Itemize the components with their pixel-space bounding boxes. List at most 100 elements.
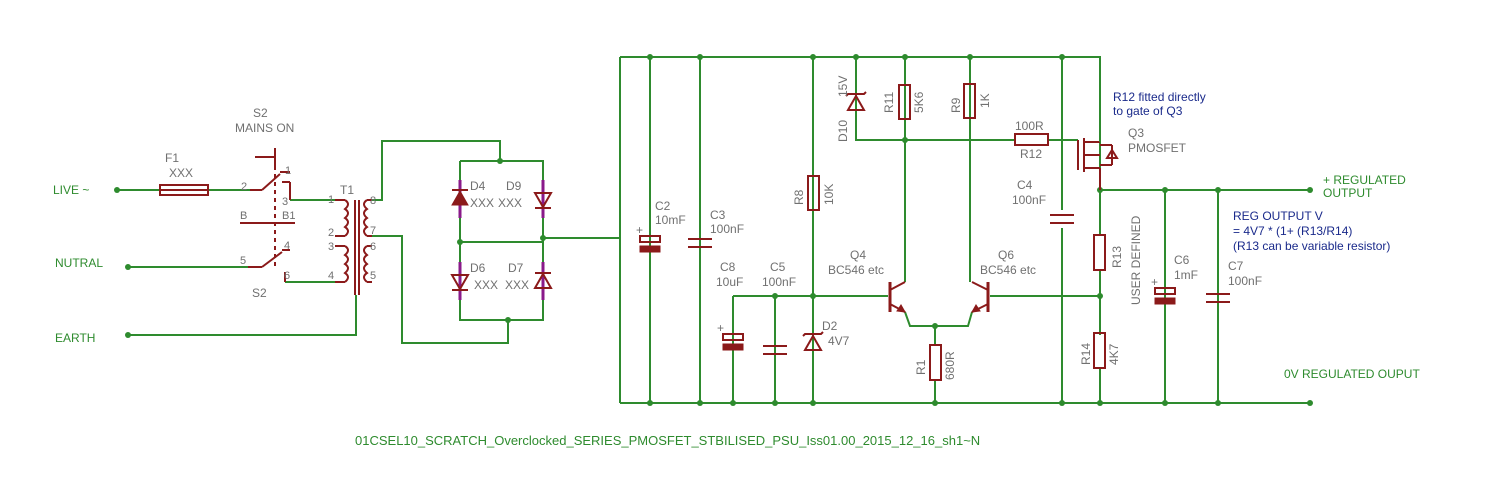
resistor-r8 <box>807 175 820 211</box>
pin-label: 4 <box>328 270 334 282</box>
r1-value: 680R <box>943 351 957 380</box>
resistor-r13 <box>1093 234 1106 271</box>
svg-text:+: + <box>1151 275 1158 289</box>
zener-d10 <box>845 91 867 111</box>
pin-label: 4 <box>284 240 290 252</box>
r8-value: 10K <box>822 184 836 205</box>
capacitor-c4 <box>1050 214 1074 224</box>
note-formula-line2: = 4V7 * (1+ (R13/R14) <box>1233 224 1352 238</box>
d2-ref: D2 <box>822 319 838 333</box>
zener-d2 <box>802 331 824 351</box>
c5-ref: C5 <box>770 260 786 274</box>
transistor-q4 <box>888 281 906 313</box>
resistor-r9 <box>963 83 976 119</box>
pin-label: 2 <box>241 181 247 193</box>
pin-label: 3 <box>328 241 334 253</box>
transformer-t1 <box>335 199 372 295</box>
pin-label: 2 <box>328 227 334 239</box>
note-r12-line1: R12 fitted directly <box>1113 90 1206 104</box>
junction-dots <box>114 54 1313 406</box>
r9-ref: R9 <box>949 97 963 113</box>
d9-ref: D9 <box>506 179 522 193</box>
pin-label: 3 <box>282 196 288 208</box>
s2-ref: S2 <box>253 106 268 120</box>
input-terminal-neutral <box>125 264 131 270</box>
d4-ref: D4 <box>470 179 486 193</box>
diode-d6 <box>450 262 470 300</box>
wire-c8-c5 <box>732 295 813 403</box>
note-formula-line3: (R13 can be variable resistor) <box>1233 239 1390 253</box>
c2-value: 10mF <box>655 213 686 227</box>
capacitor-c3 <box>688 238 712 248</box>
resistor-r1 <box>929 344 942 381</box>
input-terminal-live <box>114 187 120 193</box>
capacitor-c8: + <box>717 321 744 351</box>
net-out-zero-label: 0V REGULATED OUPUT <box>1284 367 1420 381</box>
r9-value: 1K <box>978 93 992 108</box>
net-live-label: LIVE ~ <box>53 183 89 197</box>
d7-ref: D7 <box>508 261 524 275</box>
d6-ref: D6 <box>470 261 486 275</box>
q3-ref: Q3 <box>1128 126 1144 140</box>
pin-label: 5 <box>240 255 246 267</box>
net-earth-label: EARTH <box>55 331 95 345</box>
wire-t1-7 <box>372 235 509 344</box>
r13-value: USER DEFINED <box>1129 215 1143 305</box>
net-neutral-label: NUTRAL <box>55 256 103 270</box>
c3-value: 100nF <box>710 222 744 236</box>
d2-value: 4V7 <box>828 334 850 348</box>
pin-label: B1 <box>282 210 295 222</box>
c2-ref: C2 <box>655 199 671 213</box>
r8-ref: R8 <box>792 189 806 205</box>
resistor-r14 <box>1093 332 1106 369</box>
s2-value: MAINS ON <box>235 121 294 135</box>
s2-ref2: S2 <box>252 286 267 300</box>
d6-value: XXX <box>474 278 498 292</box>
svg-text:+: + <box>717 321 724 335</box>
note-formula-line1: REG OUTPUT V <box>1233 209 1323 223</box>
diode-d4 <box>451 180 469 218</box>
capacitor-c6: + <box>1151 275 1176 305</box>
q4-ref: Q4 <box>850 248 866 262</box>
capacitor-c5 <box>763 345 787 355</box>
r13-ref: R13 <box>1110 246 1124 268</box>
r11-value: 5K6 <box>912 91 926 113</box>
sheet-title: 01CSEL10_SCRATCH_Overclocked_SERIES_PMOS… <box>355 433 980 448</box>
pin-label: 1 <box>285 165 291 177</box>
pin-label: 7 <box>370 225 376 237</box>
svg-text:+: + <box>636 223 643 237</box>
input-terminal-earth <box>125 332 131 338</box>
c6-ref: C6 <box>1174 253 1190 267</box>
mosfet-q3 <box>1077 57 1119 190</box>
net-out-pos-label-2: OUTPUT <box>1323 186 1373 200</box>
wire-d10 <box>855 57 1015 141</box>
note-r12-line2: to gate of Q3 <box>1113 104 1183 118</box>
c8-value: 10uF <box>716 275 743 289</box>
wire-emitters <box>904 311 973 327</box>
r14-value: 4K7 <box>1107 343 1121 365</box>
q6-ref: Q6 <box>998 248 1014 262</box>
f1-ref: F1 <box>165 151 179 165</box>
resistor-r11 <box>898 84 911 120</box>
pin-label: 6 <box>370 241 376 253</box>
c8-ref: C8 <box>720 260 736 274</box>
d4-value: XXX <box>470 196 494 210</box>
c4-value: 100nF <box>1012 193 1046 207</box>
r11-ref: R11 <box>882 92 896 113</box>
d7-value: XXX <box>505 278 529 292</box>
output-terminal-zero <box>1307 400 1313 406</box>
capacitor-c7 <box>1206 293 1230 303</box>
c3-ref: C3 <box>710 208 726 222</box>
d10-ref: D10 <box>836 120 850 142</box>
c6-value: 1mF <box>1174 268 1198 282</box>
fuse-f1 <box>159 184 209 196</box>
d10-value: 15V <box>836 76 850 97</box>
pin-label: B <box>240 210 247 222</box>
transistor-q6 <box>971 281 990 313</box>
r1-ref: R1 <box>914 359 928 375</box>
c5-value: 100nF <box>762 275 796 289</box>
d9-value: XXX <box>498 196 522 210</box>
wire-t1-8 <box>372 140 501 201</box>
capacitor-c2: + <box>636 223 661 253</box>
output-terminal-pos <box>1307 187 1313 193</box>
